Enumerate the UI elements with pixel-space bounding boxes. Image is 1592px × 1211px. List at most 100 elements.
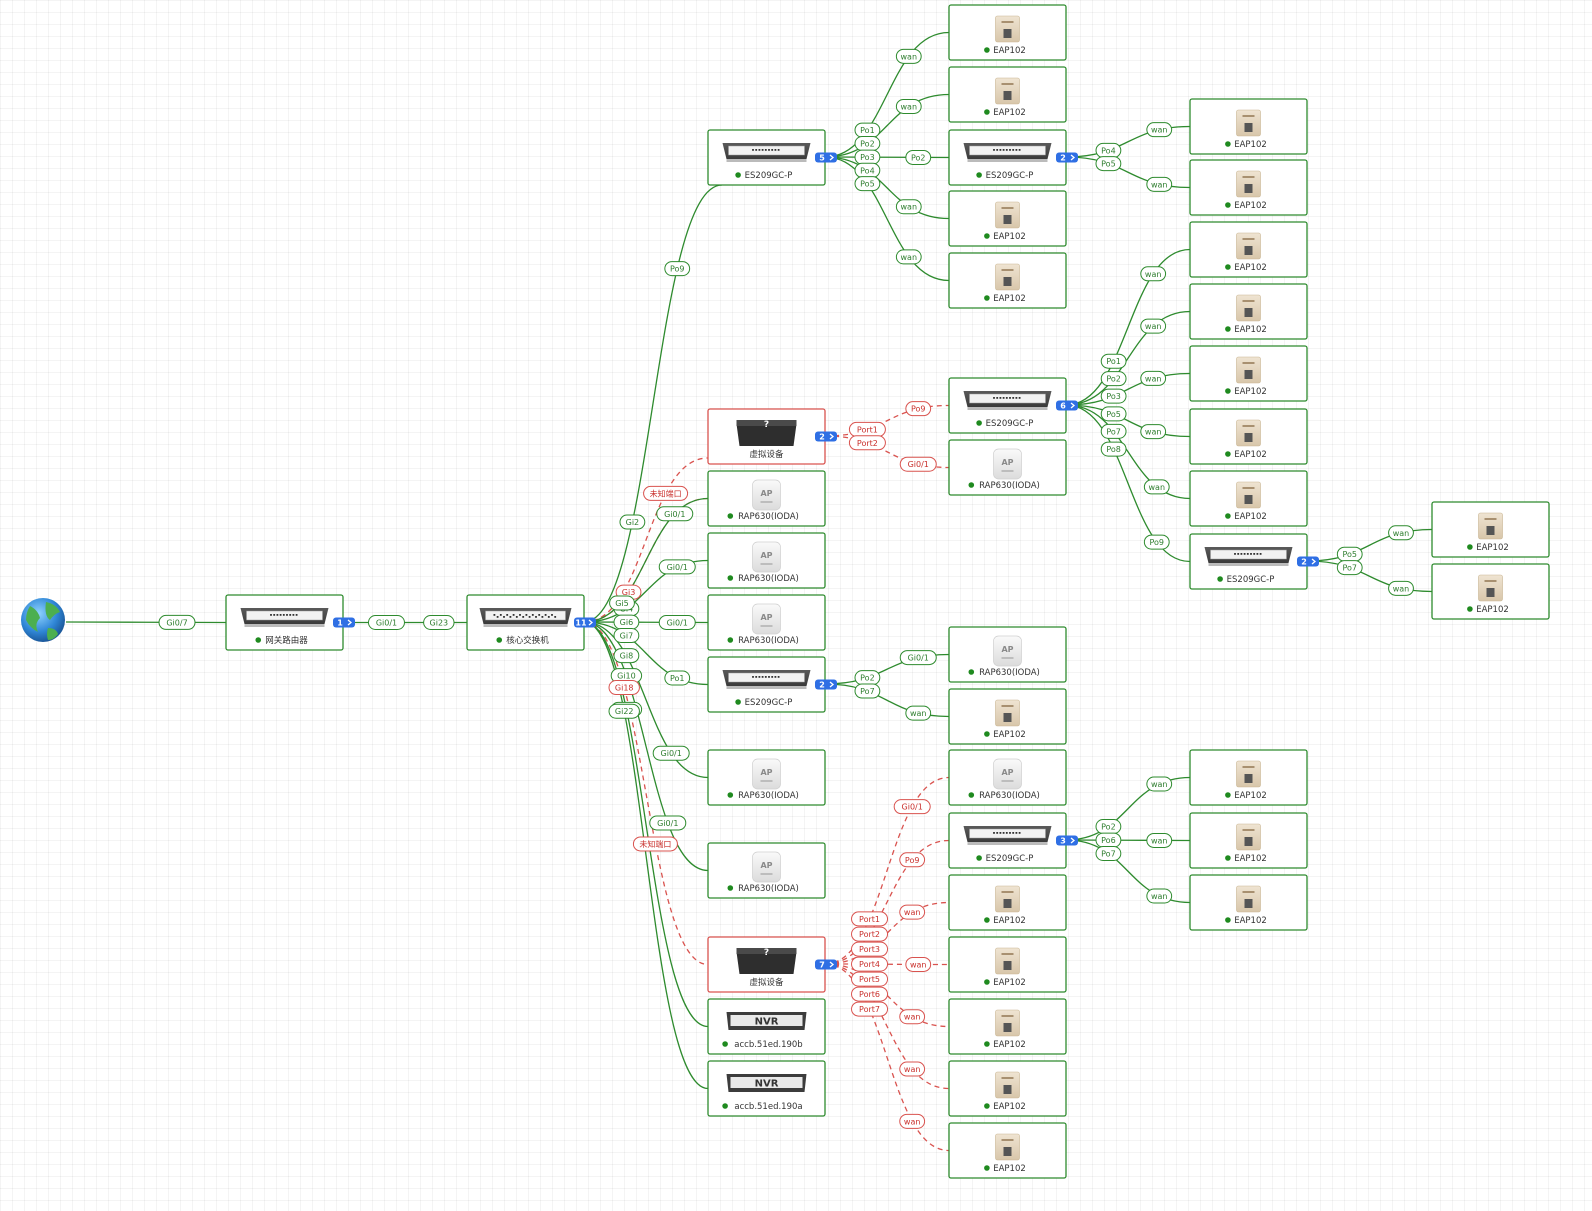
status-dot xyxy=(735,699,741,705)
link-line xyxy=(583,621,709,1028)
svg-text:wan: wan xyxy=(1149,483,1166,492)
device-label: EAP102 xyxy=(1234,854,1267,864)
svg-text:Po6: Po6 xyxy=(1101,836,1116,845)
access-point-icon xyxy=(1236,170,1261,198)
expand-badge[interactable]: 2 xyxy=(1056,152,1078,163)
port-label: wan xyxy=(1146,776,1173,792)
port-label: wan xyxy=(1388,525,1414,541)
port-label: Port7 xyxy=(851,1001,889,1017)
status-dot xyxy=(735,172,741,178)
svg-text:wan: wan xyxy=(904,908,921,917)
device-label: RAP630(IODA) xyxy=(738,636,799,646)
port-label: Po4 xyxy=(854,162,881,178)
port-label: wan xyxy=(905,956,932,972)
svg-text:未知端口: 未知端口 xyxy=(639,839,671,849)
port-label: Po7 xyxy=(1095,846,1122,861)
status-dot xyxy=(1225,141,1231,147)
svg-text:Gi0/1: Gi0/1 xyxy=(667,618,688,627)
svg-text:wan: wan xyxy=(1151,126,1168,135)
device-label: EAP102 xyxy=(1476,543,1509,553)
svg-text:Po1: Po1 xyxy=(1106,357,1121,366)
status-dot xyxy=(1225,326,1231,332)
status-dot xyxy=(984,1041,990,1047)
port-label: Gi23 xyxy=(423,615,455,630)
svg-text:Gi6: Gi6 xyxy=(620,618,634,627)
internet-globe-icon[interactable] xyxy=(21,598,65,642)
svg-text:wan: wan xyxy=(1151,892,1168,901)
switch-icon xyxy=(722,143,811,162)
svg-text:AP: AP xyxy=(760,489,772,498)
status-dot xyxy=(984,47,990,53)
status-dot xyxy=(984,917,990,923)
port-label: Po2 xyxy=(854,136,881,151)
port-label: wan xyxy=(1146,122,1173,138)
device-label: ES209GC-P xyxy=(986,171,1034,181)
svg-text:3: 3 xyxy=(1060,837,1066,846)
port-label: wan xyxy=(905,705,932,721)
status-dot xyxy=(727,575,734,581)
svg-text:Port3: Port3 xyxy=(859,945,880,954)
svg-text:Gi0/1: Gi0/1 xyxy=(661,749,682,758)
port-label: wan xyxy=(1388,580,1414,596)
expand-badge[interactable]: 7 xyxy=(815,959,837,970)
link-line xyxy=(583,621,709,966)
svg-text:Port4: Port4 xyxy=(859,960,880,969)
link-line xyxy=(583,184,723,623)
svg-text:Po5: Po5 xyxy=(1106,410,1121,419)
svg-text:wan: wan xyxy=(910,709,927,718)
port-label: Po7 xyxy=(1100,423,1127,439)
expand-badge[interactable]: 1 xyxy=(333,617,355,628)
svg-text:wan: wan xyxy=(910,960,927,969)
port-label: wan xyxy=(899,1061,926,1077)
svg-text:6: 6 xyxy=(1060,402,1066,411)
access-point-icon xyxy=(1236,419,1261,447)
link-line xyxy=(583,621,709,779)
port-label: Gi7 xyxy=(613,628,640,643)
status-dot xyxy=(727,885,734,891)
port-label: Gi18 xyxy=(608,680,640,696)
svg-text:Gi0/1: Gi0/1 xyxy=(902,803,923,812)
access-point-icon xyxy=(995,885,1020,913)
port-label: Po9 xyxy=(899,852,926,868)
port-label: Gi0/1 xyxy=(658,614,696,630)
svg-text:11: 11 xyxy=(575,619,587,628)
unknown-device-icon: ? xyxy=(736,948,797,974)
expand-badge[interactable]: 3 xyxy=(1056,835,1078,846)
svg-text:AP: AP xyxy=(760,861,772,870)
status-dot xyxy=(727,637,734,643)
device-label: RAP630(IODA) xyxy=(738,512,799,522)
svg-text:wan: wan xyxy=(901,203,918,212)
svg-text:Po1: Po1 xyxy=(860,126,875,135)
port-label: wan xyxy=(899,1113,926,1129)
access-point-icon xyxy=(1236,109,1261,137)
port-label: Po1 xyxy=(854,122,881,138)
expand-badge[interactable]: 11 xyxy=(574,617,596,628)
svg-text:NVR: NVR xyxy=(755,1079,779,1090)
device-label: EAP102 xyxy=(1234,512,1267,522)
expand-badge[interactable]: 6 xyxy=(1056,400,1078,411)
port-label: Po5 xyxy=(854,176,881,192)
access-point-icon xyxy=(995,1071,1020,1099)
svg-text:wan: wan xyxy=(901,52,918,61)
expand-badge[interactable]: 2 xyxy=(815,679,837,690)
device-label: RAP630(IODA) xyxy=(738,884,799,894)
link-line xyxy=(1065,404,1191,438)
status-dot xyxy=(984,1165,990,1171)
status-dot xyxy=(968,482,975,488)
expand-badge[interactable]: 2 xyxy=(1297,556,1319,567)
svg-text:Po1: Po1 xyxy=(670,674,685,683)
link-line xyxy=(1065,248,1191,406)
link-line xyxy=(824,963,950,966)
expand-badge[interactable]: 2 xyxy=(815,431,837,442)
svg-text:Po3: Po3 xyxy=(1106,392,1121,401)
access-point-icon xyxy=(1478,574,1503,602)
svg-text:Gi0/1: Gi0/1 xyxy=(667,563,688,572)
nodes-layer: 网关路由器1核心交换机11ES209GC-P5ES209GC-P2ES209GC… xyxy=(21,4,1550,1179)
links-layer xyxy=(65,31,1433,1152)
device-label: EAP102 xyxy=(1234,791,1267,801)
device-label: EAP102 xyxy=(993,1040,1026,1050)
expand-badge[interactable]: 5 xyxy=(815,152,837,163)
svg-text:wan: wan xyxy=(904,1117,921,1126)
device-label: RAP630(IODA) xyxy=(738,574,799,584)
